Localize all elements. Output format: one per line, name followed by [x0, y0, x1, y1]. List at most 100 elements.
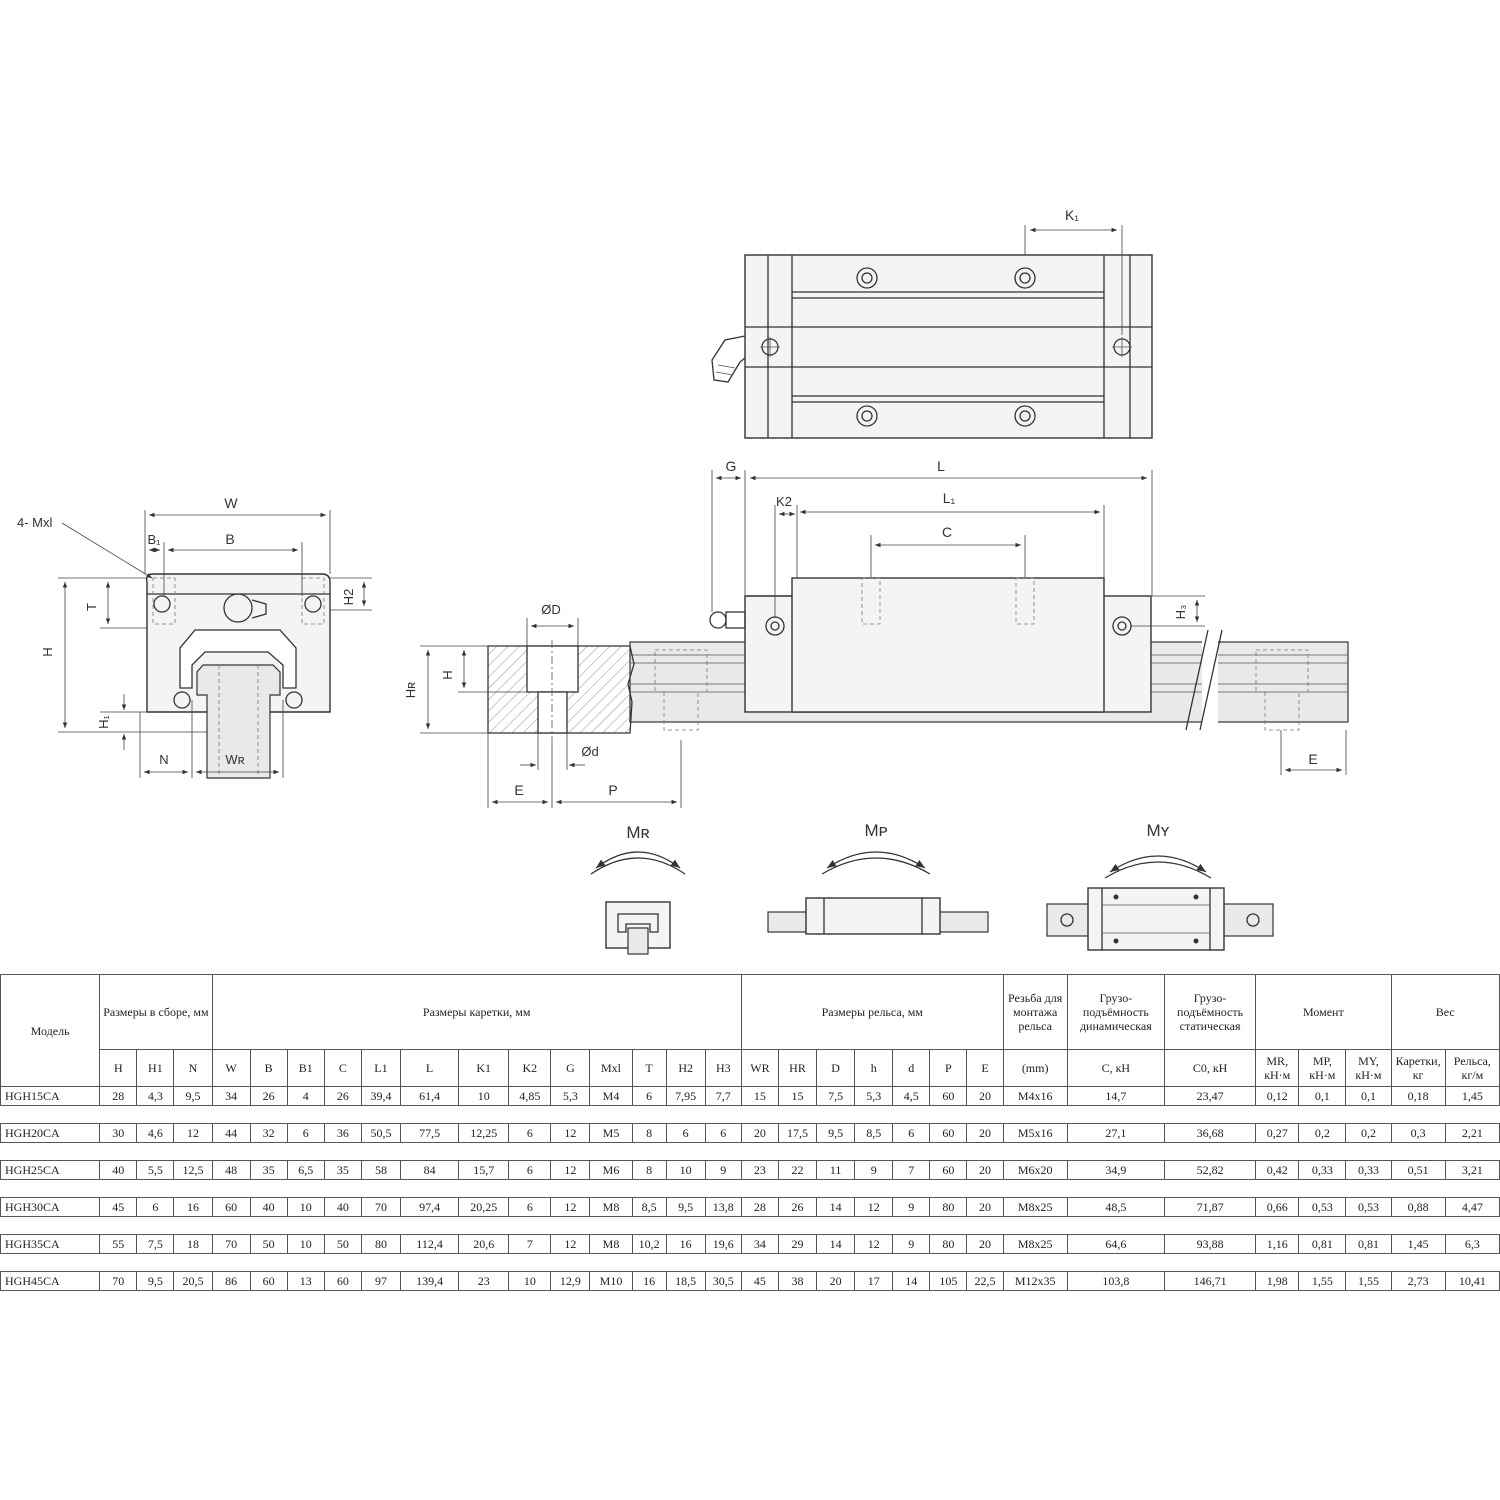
- table-cell: 60: [929, 1160, 968, 1180]
- side-view: G L L₁ K2 C H₃: [629, 458, 1349, 731]
- spec-table: Модель Размеры в сборе, мм Размеры карет…: [0, 974, 1500, 1291]
- table-cell: 61,4: [399, 1086, 460, 1106]
- table-cell: 52,82: [1163, 1160, 1257, 1180]
- table-cell: 19,6: [704, 1234, 742, 1254]
- table-cell: 0,2: [1345, 1123, 1392, 1143]
- dim-label-h3: H₃: [1173, 605, 1188, 620]
- table-cell: 7,7: [704, 1086, 742, 1106]
- table-cell: 7: [508, 1234, 552, 1254]
- table-cell: 10: [458, 1086, 510, 1106]
- table-cell: 17,5: [777, 1123, 818, 1143]
- table-cell: 10: [286, 1197, 325, 1217]
- rail-section: ØD Hʀ H Ød E P E: [403, 602, 1347, 808]
- dim-label-h: H: [40, 647, 55, 656]
- table-cell: 60: [929, 1086, 968, 1106]
- table-cell: 10,2: [631, 1234, 667, 1254]
- table-cell: 38: [777, 1271, 818, 1291]
- dim-label-hr: Hʀ: [403, 682, 418, 698]
- table-cell: 6: [892, 1123, 931, 1143]
- row-spacer: [0, 1253, 1500, 1272]
- table-cell: 0,53: [1345, 1197, 1392, 1217]
- table-cell: 15: [777, 1086, 818, 1106]
- table-cell: 9: [892, 1197, 931, 1217]
- column-header: H2: [665, 1049, 706, 1087]
- column-header: K2: [508, 1049, 552, 1087]
- dim-label-k1: K₁: [1065, 207, 1079, 223]
- table-cell: M8: [589, 1197, 633, 1217]
- table-cell: 9,5: [136, 1271, 175, 1291]
- th-static: Грузо-подъёмность статическая: [1163, 974, 1257, 1050]
- column-header: WR: [740, 1049, 779, 1087]
- table-cell: 26: [777, 1197, 818, 1217]
- model-cell: HGH35CA: [0, 1234, 101, 1254]
- table-cell: 20,5: [173, 1271, 213, 1291]
- table-cell: 39,4: [360, 1086, 402, 1106]
- table-cell: 84: [399, 1160, 460, 1180]
- dim-label-b1: B₁: [147, 532, 161, 547]
- table-cell: 6,5: [286, 1160, 325, 1180]
- table-cell: 12,9: [550, 1271, 591, 1291]
- table-cell: 0,12: [1255, 1086, 1300, 1106]
- table-cell: 14: [892, 1271, 931, 1291]
- table-cell: 20: [966, 1197, 1004, 1217]
- table-cell: 10: [286, 1234, 325, 1254]
- column-header: K1: [458, 1049, 510, 1087]
- table-cell: 27,1: [1066, 1123, 1165, 1143]
- table-cell: 139,4: [399, 1271, 460, 1291]
- table-cell: 80: [360, 1234, 402, 1254]
- dim-label-g: G: [726, 458, 737, 474]
- table-cell: 7,5: [136, 1234, 175, 1254]
- table-cell: 34,9: [1066, 1160, 1165, 1180]
- dim-label-w: W: [224, 495, 238, 511]
- table-cell: 5,3: [854, 1086, 894, 1106]
- table-cell: M8x25: [1002, 1234, 1068, 1254]
- table-cell: 50,5: [360, 1123, 402, 1143]
- table-cell: 1,55: [1345, 1271, 1392, 1291]
- table-cell: 45: [740, 1271, 779, 1291]
- column-header: G: [550, 1049, 591, 1087]
- column-header: d: [892, 1049, 931, 1087]
- table-cell: 105: [929, 1271, 968, 1291]
- row-spacer: [0, 1216, 1500, 1235]
- table-cell: 15,7: [458, 1160, 510, 1180]
- table-cell: 0,81: [1298, 1234, 1347, 1254]
- table-cell: 30: [99, 1123, 138, 1143]
- column-header: T: [631, 1049, 667, 1087]
- table-cell: 6: [508, 1160, 552, 1180]
- table-cell: 14,7: [1066, 1086, 1165, 1106]
- table-cell: 70: [99, 1271, 138, 1291]
- table-cell: 2,73: [1390, 1271, 1446, 1291]
- table-cell: 0,18: [1390, 1086, 1446, 1106]
- table-cell: 30,5: [704, 1271, 742, 1291]
- table-cell: 58: [360, 1160, 402, 1180]
- table-cell: 0,66: [1255, 1197, 1300, 1217]
- table-cell: 18,5: [665, 1271, 706, 1291]
- table-cell: 4: [286, 1086, 325, 1106]
- dim-label-t: T: [84, 603, 99, 611]
- column-header: Рельса, кг/м: [1444, 1049, 1500, 1087]
- table-cell: 0,42: [1255, 1160, 1300, 1180]
- model-cell: HGH45CA: [0, 1271, 101, 1291]
- table-cell: 44: [211, 1123, 251, 1143]
- table-cell: 5,5: [136, 1160, 175, 1180]
- front-view: W B₁ B 4- Mxl T H2 H H₁ N Wʀ: [17, 495, 372, 779]
- dim-label-wr: Wʀ: [225, 752, 244, 767]
- table-cell: 4,85: [508, 1086, 552, 1106]
- table-cell: 70: [360, 1197, 402, 1217]
- table-cell: 0,2: [1298, 1123, 1347, 1143]
- table-cell: 34: [211, 1086, 251, 1106]
- column-header: E: [966, 1049, 1004, 1087]
- table-cell: 0,3: [1390, 1123, 1446, 1143]
- row-spacer: [0, 1179, 1500, 1198]
- table-cell: 16: [665, 1234, 706, 1254]
- model-cell: HGH25CA: [0, 1160, 101, 1180]
- column-header: C, кН: [1066, 1049, 1165, 1087]
- table-cell: 16: [173, 1197, 213, 1217]
- table-cell: 13,8: [704, 1197, 742, 1217]
- table-cell: 4,5: [892, 1086, 931, 1106]
- table-cell: 28: [740, 1197, 779, 1217]
